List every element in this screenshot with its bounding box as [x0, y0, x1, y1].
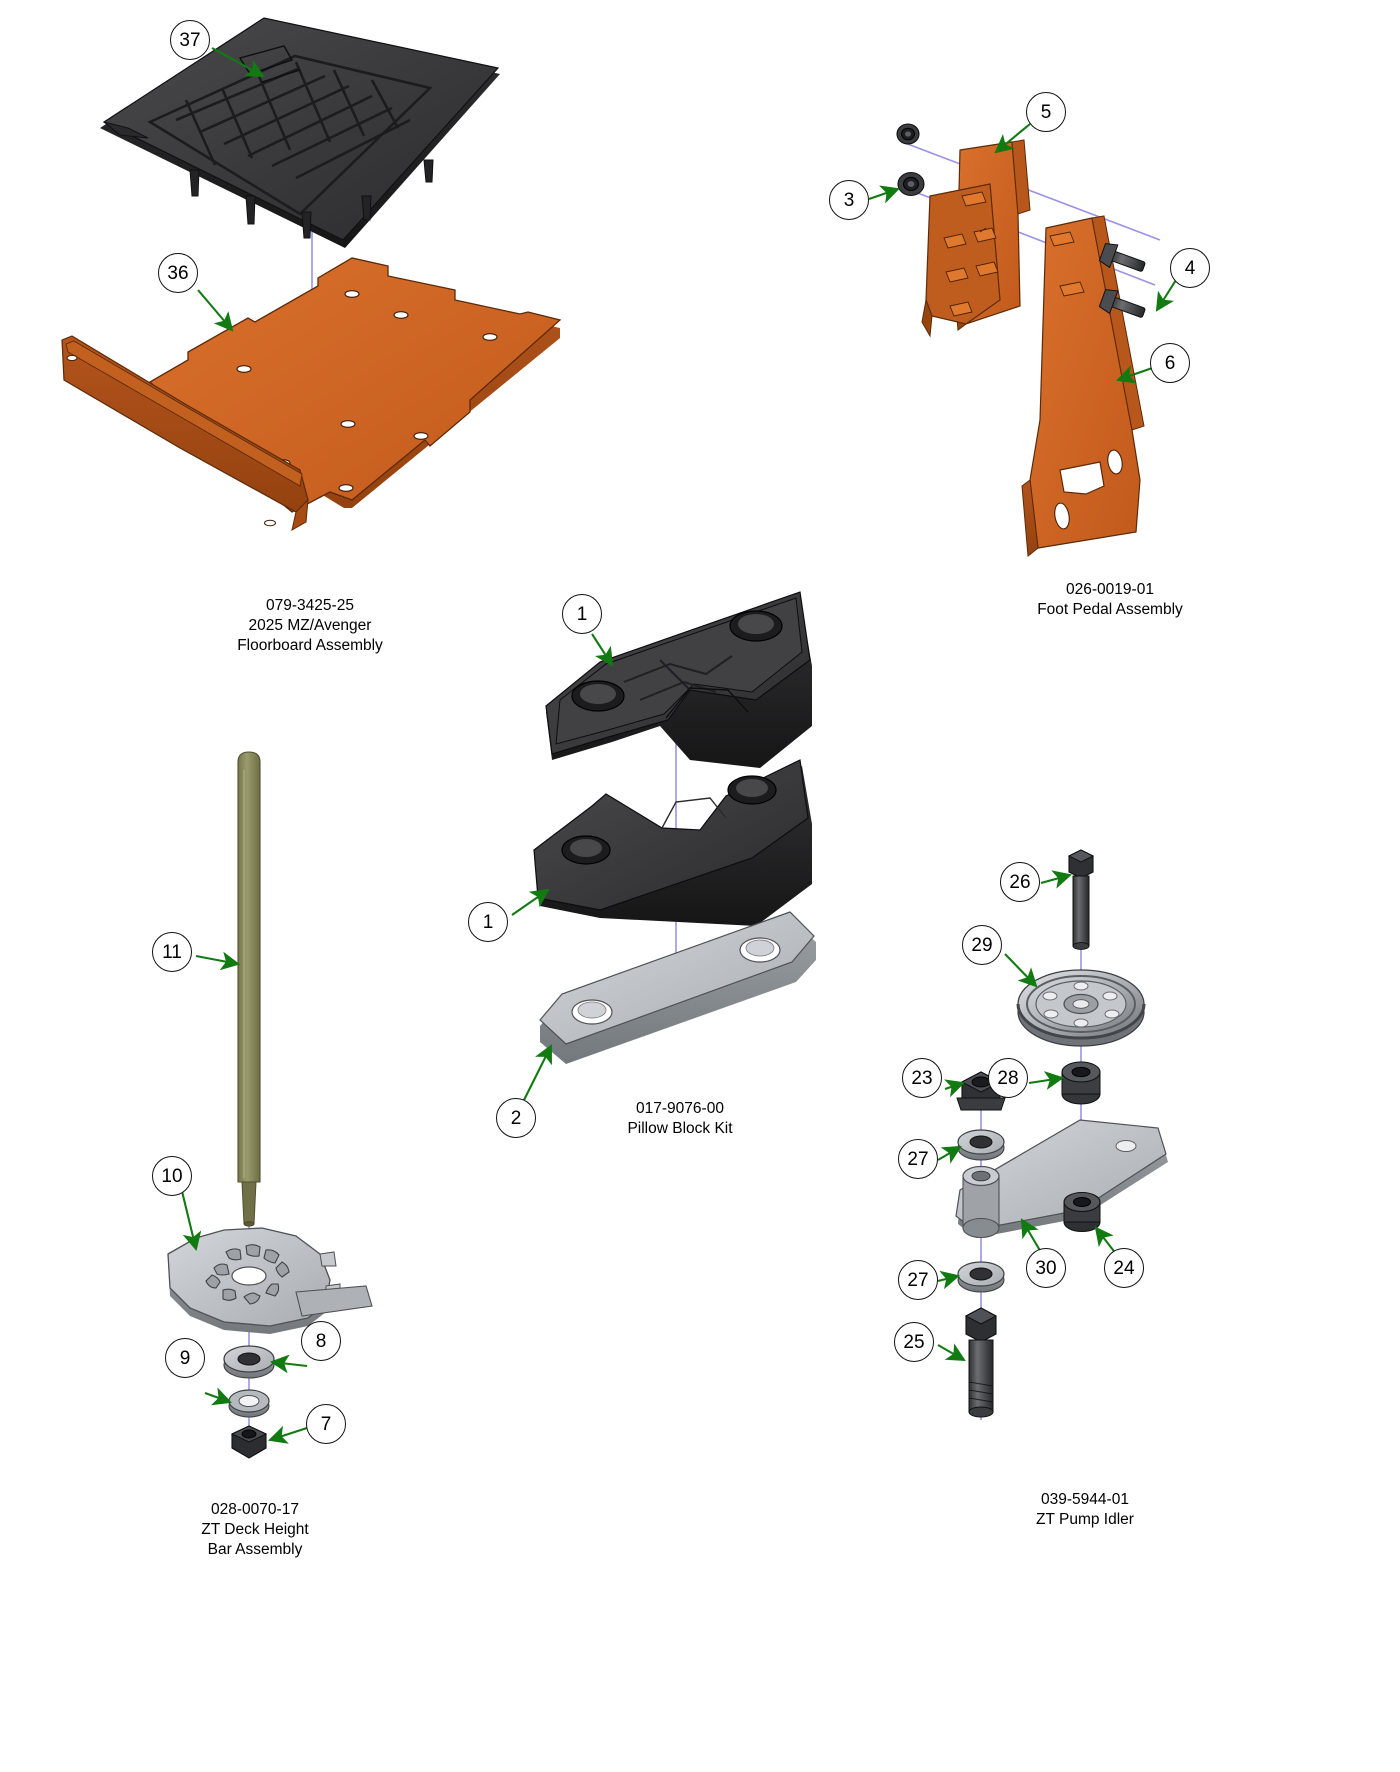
- part-26-hex-bolt: [1067, 849, 1095, 950]
- callout-1-upper[interactable]: 1: [562, 594, 602, 634]
- part-1-upper-block: [545, 591, 812, 768]
- part-24-bushing: [1063, 1191, 1101, 1233]
- pump-idler-part-number: 039-5944-01: [1041, 1491, 1129, 1508]
- floorboard-assembly-graphic: [61, 17, 562, 531]
- floorboard-model: 2025 MZ/Avenger: [248, 616, 372, 634]
- part-29-idler-pulley: [1016, 969, 1146, 1047]
- part-10-height-plate: [167, 1227, 373, 1334]
- caption-pillow-block-kit: 017-9076-00 Pillow Block Kit: [520, 1099, 840, 1139]
- callout-9[interactable]: 9: [165, 1338, 205, 1378]
- callout-11[interactable]: 11: [152, 932, 192, 972]
- part-8-flat-washer: [223, 1345, 275, 1379]
- foot-pedal-assembly-graphic: [868, 123, 1177, 557]
- caption-floorboard-assembly: 079-3425-25 2025 MZ/Avenger Floorboard A…: [150, 596, 470, 655]
- part-30-idler-arm: [955, 1119, 1168, 1239]
- part-6-pedal-arm: [1021, 215, 1145, 557]
- part-3-flange-nuts: [896, 123, 925, 197]
- callout-27-upper[interactable]: 27: [898, 1139, 938, 1179]
- pump-idler-title: ZT Pump Idler: [1036, 1510, 1134, 1528]
- caption-pump-idler: 039-5944-01 ZT Pump Idler: [925, 1490, 1245, 1530]
- floorboard-title: Floorboard Assembly: [237, 636, 383, 654]
- part-5-pedal-bracket: [921, 139, 1031, 338]
- callout-24[interactable]: 24: [1104, 1248, 1144, 1288]
- callout-4[interactable]: 4: [1170, 248, 1210, 288]
- caption-deck-height-bar-assembly: 028-0070-17 ZT Deck Height Bar Assembly: [95, 1500, 415, 1559]
- pillow-block-title: Pillow Block Kit: [627, 1119, 733, 1137]
- deck-height-part-number: 028-0070-17: [211, 1501, 299, 1518]
- callout-5[interactable]: 5: [1026, 92, 1066, 132]
- part-37-floor-mat: [100, 17, 500, 248]
- deck-height-subtitle: Bar Assembly: [207, 1540, 303, 1558]
- pump-idler-graphic: [937, 849, 1168, 1420]
- part-25-shoulder-bolt: [964, 1307, 998, 1418]
- floorboard-part-number: 079-3425-25: [266, 597, 354, 614]
- callout-1-lower[interactable]: 1: [468, 902, 508, 942]
- callout-7[interactable]: 7: [306, 1404, 346, 1444]
- callout-3[interactable]: 3: [829, 180, 869, 220]
- foot-pedal-title: Foot Pedal Assembly: [1037, 600, 1183, 618]
- callout-2[interactable]: 2: [496, 1098, 536, 1138]
- part-1-lower-block: [533, 759, 812, 926]
- part-9-lock-washer: [228, 1389, 270, 1418]
- callout-25[interactable]: 25: [894, 1322, 934, 1362]
- part-27-washer-upper: [957, 1129, 1005, 1161]
- callout-29[interactable]: 29: [962, 925, 1002, 965]
- part-4-bolts: [1098, 243, 1146, 318]
- caption-foot-pedal-assembly: 026-0019-01 Foot Pedal Assembly: [950, 580, 1270, 620]
- part-7-hex-nut: [230, 1425, 268, 1459]
- part-36-floor-pan: [61, 257, 562, 531]
- callout-6[interactable]: 6: [1150, 343, 1190, 383]
- deck-height-bar-graphic: [167, 751, 373, 1459]
- part-30-boss: [962, 1165, 1000, 1239]
- callout-10[interactable]: 10: [152, 1156, 192, 1196]
- deck-height-title: ZT Deck Height: [201, 1520, 309, 1538]
- callout-30[interactable]: 30: [1026, 1248, 1066, 1288]
- part-28-spacer: [1061, 1061, 1101, 1105]
- callout-37[interactable]: 37: [170, 20, 210, 60]
- foot-pedal-part-number: 026-0019-01: [1066, 581, 1154, 598]
- part-2-flat-bar: [539, 911, 816, 1064]
- callout-8[interactable]: 8: [301, 1321, 341, 1361]
- callout-36[interactable]: 36: [158, 253, 198, 293]
- part-27-washer-lower: [957, 1261, 1005, 1293]
- callout-27-lower[interactable]: 27: [898, 1260, 938, 1300]
- pillow-block-kit-graphic: [511, 591, 816, 1101]
- callout-28[interactable]: 28: [988, 1058, 1028, 1098]
- part-11-height-rod: [237, 751, 261, 1227]
- pillow-block-part-number: 017-9076-00: [636, 1100, 724, 1117]
- callout-23[interactable]: 23: [902, 1058, 942, 1098]
- callout-26[interactable]: 26: [1000, 862, 1040, 902]
